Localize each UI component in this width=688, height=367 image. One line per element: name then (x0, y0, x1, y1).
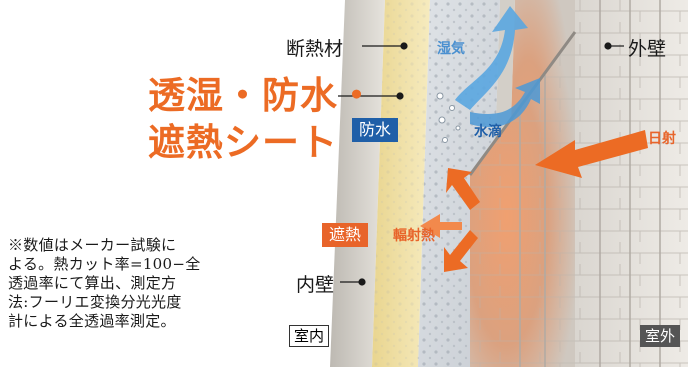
outer-wall-texture (565, 0, 688, 367)
waterproof-badge: 防水 (352, 118, 399, 142)
sheet-title-line1: 透湿・防水・ (148, 73, 376, 117)
sunlight-arrow (535, 130, 648, 178)
insulation-label: 断熱材 (286, 38, 344, 60)
outer-wall-grooves (519, 0, 661, 367)
exterior-wall-label: 外壁 (628, 38, 667, 60)
leader-lines (338, 42, 624, 286)
outdoor-box: 室外 (640, 325, 681, 347)
water-drop-label: 水滴 (474, 124, 502, 140)
insulation-fiber (372, 0, 430, 367)
note-line: ※数値はメーカー試験に (8, 236, 177, 254)
moisture-arrow (455, 6, 528, 110)
note-line: 透過率にて算出、測定方 (8, 274, 177, 292)
radiant-heat-arrow-up (446, 168, 480, 210)
radiant-heat-arrow-down (444, 230, 478, 272)
moisture-arrow-2 (470, 78, 540, 128)
note-line: 計による全透過率測定。 (8, 312, 176, 330)
note-line: よる。熱カット率=100−全 (8, 255, 201, 273)
moisture-label: 湿気 (437, 41, 465, 57)
note-line: 法:フーリエ変換分光光度 (8, 293, 182, 311)
indoor-box: 室内 (289, 325, 330, 347)
interior-wall-label: 内壁 (296, 274, 335, 296)
water-drops (436, 92, 461, 143)
sheet-title-line2: 遮熱シート (148, 120, 338, 164)
radiant-heat-label: 輻射熱 (393, 228, 435, 244)
siding-texture (470, 32, 575, 367)
heat-shield-badge: 遮熱 (322, 223, 369, 247)
radiant-heat-arrow-mid (420, 214, 462, 238)
measurement-note: ※数値はメーカー試験に よる。熱カット率=100−全 透過率にて算出、測定方 法… (8, 236, 253, 331)
sunlight-label: 日射 (648, 131, 676, 147)
interior-wall-board (330, 0, 385, 367)
